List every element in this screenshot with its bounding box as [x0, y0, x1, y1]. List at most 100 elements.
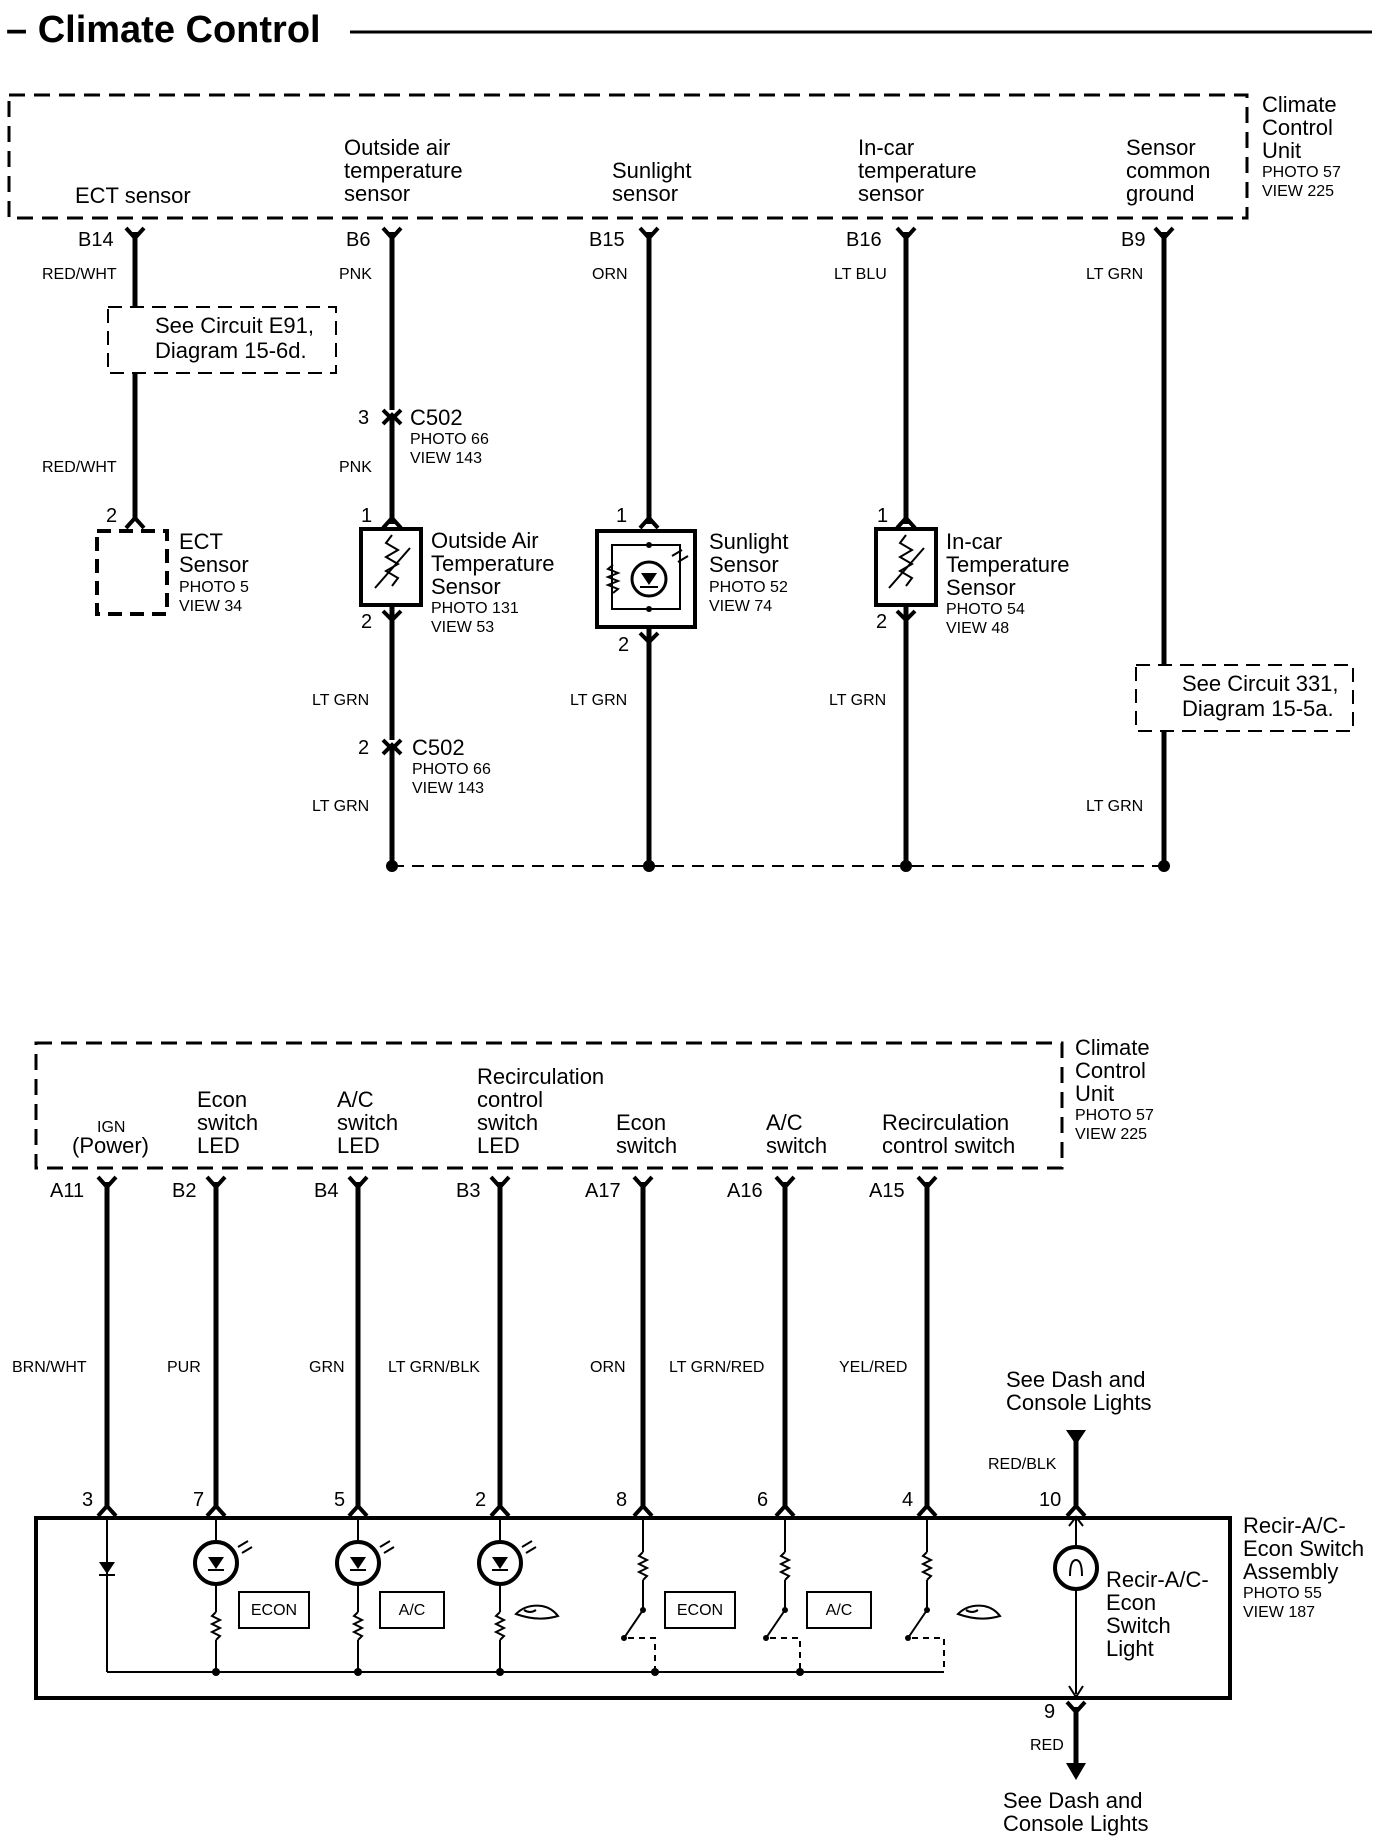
- wire-color-sun-a: ORN: [592, 266, 628, 283]
- pin-light-out: 9: [1044, 1701, 1055, 1723]
- terminal-b15: B15: [589, 229, 625, 251]
- ect-sensor-view: VIEW 34: [179, 598, 242, 615]
- photodiode-icon: [630, 560, 668, 598]
- c502-a-pin: 3: [358, 407, 369, 429]
- svg-text:Econ Switch: Econ Switch: [1243, 1536, 1364, 1561]
- assembly-name-3: Assembly: [1243, 1559, 1338, 1584]
- func-ac-sw-1: A/C: [766, 1110, 803, 1135]
- svg-text:A/C: A/C: [766, 1110, 803, 1135]
- terminal-b4: B4: [314, 1180, 338, 1202]
- svg-text:Econ: Econ: [197, 1087, 247, 1112]
- wire-color-oat-a: PNK: [339, 266, 372, 283]
- svg-text:Control: Control: [1262, 115, 1333, 140]
- oat-circuit: PNK 3 C502 PHOTO 66 VIEW 143 PNK 1 Outsi…: [312, 226, 555, 866]
- sun-sensor-name-2: Sensor: [709, 552, 779, 577]
- func-recirc-led-3: switch: [477, 1110, 538, 1135]
- sun-sensor-view: VIEW 74: [709, 598, 772, 615]
- pin-ac-led: 5: [334, 1489, 345, 1511]
- svg-text:Diagram 15-6d.: Diagram 15-6d.: [155, 338, 307, 363]
- c502-a-view: VIEW 143: [410, 450, 482, 467]
- incar-sensor-photo: PHOTO 54: [946, 601, 1025, 618]
- func-recirc-sw-2: control switch: [882, 1133, 1015, 1158]
- c502-a-photo: PHOTO 66: [410, 431, 489, 448]
- terminal-a15: A15: [869, 1180, 905, 1202]
- sunlight-circuit: ORN 1 2 Sunlight Sensor PHOTO 52 VIEW 74…: [570, 226, 789, 866]
- svg-text:Console Lights: Console Lights: [1003, 1811, 1149, 1836]
- func-recirc-led-4: LED: [477, 1133, 520, 1158]
- svg-text:Sensor: Sensor: [1126, 135, 1196, 160]
- incar-sensor-name-2: Temperature: [946, 552, 1070, 577]
- svg-text:Sunlight: Sunlight: [709, 529, 789, 554]
- top-unit-dashed-box: [7, 93, 1249, 220]
- svg-text:Console Lights: Console Lights: [1006, 1390, 1152, 1415]
- svg-text:ground: ground: [1126, 181, 1195, 206]
- incar-sensor-pin-bottom: 2: [876, 611, 887, 633]
- func-ect: ECT sensor: [75, 183, 191, 208]
- c502-b-view: VIEW 143: [412, 780, 484, 797]
- terminal-b16: B16: [846, 229, 882, 251]
- switch-assembly-box: [34, 1516, 1232, 1700]
- oat-sensor-name-2: Temperature: [431, 551, 555, 576]
- sun-sensor-pin-top: 1: [616, 505, 627, 527]
- see-circuit-331-1: See Circuit 331,: [1182, 671, 1339, 696]
- pin-ac-sw: 6: [757, 1489, 768, 1511]
- svg-text:See Circuit E91,: See Circuit E91,: [155, 313, 314, 338]
- func-ac-led-3: LED: [337, 1133, 380, 1158]
- switch-light-bulb-icon: [1053, 1545, 1099, 1591]
- terminal-b9: B9: [1121, 229, 1145, 251]
- c502-b-pin: 2: [358, 737, 369, 759]
- svg-text:Sensor: Sensor: [179, 552, 249, 577]
- svg-text:sensor: sensor: [612, 181, 678, 206]
- svg-text:Temperature: Temperature: [431, 551, 555, 576]
- terminal-b6: B6: [346, 229, 370, 251]
- svg-text:In-car: In-car: [946, 529, 1002, 554]
- recirculation-car-icon: [956, 1604, 1002, 1620]
- svg-text:LED: LED: [477, 1133, 520, 1158]
- bottom-unit-photo: PHOTO 57: [1075, 1107, 1154, 1124]
- bottom-unit-name-1: Climate: [1075, 1035, 1150, 1060]
- wire-color-ac-led: GRN: [309, 1359, 345, 1376]
- bottom-unit-name-2: Control: [1075, 1058, 1146, 1083]
- ac-led-button-label: A/C: [399, 1602, 426, 1619]
- oat-sensor-pin-bottom: 2: [361, 611, 372, 633]
- top-unit-name-1: Climate: [1262, 92, 1337, 117]
- svg-text:switch: switch: [616, 1133, 677, 1158]
- oat-sensor-name-3: Sensor: [431, 574, 501, 599]
- terminal-b14: B14: [78, 229, 114, 251]
- func-ac-led-2: switch: [337, 1110, 398, 1135]
- svg-text:Temperature: Temperature: [946, 552, 1070, 577]
- svg-text:Recirculation: Recirculation: [882, 1110, 1009, 1135]
- svg-text:Recirculation: Recirculation: [477, 1064, 604, 1089]
- diagram-title: – Climate Control: [6, 9, 321, 51]
- ac-switch-button-label: A/C: [826, 1602, 853, 1619]
- assembly-name-1: Recir-A/C-: [1243, 1513, 1346, 1538]
- ac-switch-button: [806, 1591, 872, 1629]
- svg-text:Diagram 15-5a.: Diagram 15-5a.: [1182, 696, 1334, 721]
- func-oat-2: temperature: [344, 158, 463, 183]
- wire-color-oat-c: LT GRN: [312, 692, 369, 709]
- see-dash-bottom-1: See Dash and: [1003, 1788, 1142, 1813]
- func-recirc-led-2: control: [477, 1087, 543, 1112]
- oat-sensor-pin-top: 1: [361, 505, 372, 527]
- svg-text:ECT: ECT: [179, 529, 223, 554]
- svg-text:See Dash and: See Dash and: [1006, 1367, 1145, 1392]
- terminal-a11: A11: [50, 1180, 84, 1202]
- func-gnd-1: Sensor: [1126, 135, 1196, 160]
- svg-text:Outside air: Outside air: [344, 135, 450, 160]
- pin-econ-sw: 8: [616, 1489, 627, 1511]
- svg-text:Unit: Unit: [1075, 1081, 1114, 1106]
- wire-color-oat-d: LT GRN: [312, 798, 369, 815]
- wire-color-ac-sw: LT GRN/RED: [669, 1359, 764, 1376]
- pin-light-in: 10: [1039, 1489, 1061, 1511]
- func-recirc-sw-1: Recirculation: [882, 1110, 1009, 1135]
- wire-color-sun-b: LT GRN: [570, 692, 627, 709]
- ac-led-button: [379, 1591, 445, 1629]
- pin-econ-led: 7: [193, 1489, 204, 1511]
- terminal-a16: A16: [727, 1180, 763, 1202]
- oat-sensor-photo: PHOTO 131: [431, 600, 519, 617]
- func-incar-3: sensor: [858, 181, 924, 206]
- terminal-a17: A17: [585, 1180, 621, 1202]
- incar-sensor-name-1: In-car: [946, 529, 1002, 554]
- svg-text:Outside Air: Outside Air: [431, 528, 539, 553]
- func-gnd-2: common: [1126, 158, 1210, 183]
